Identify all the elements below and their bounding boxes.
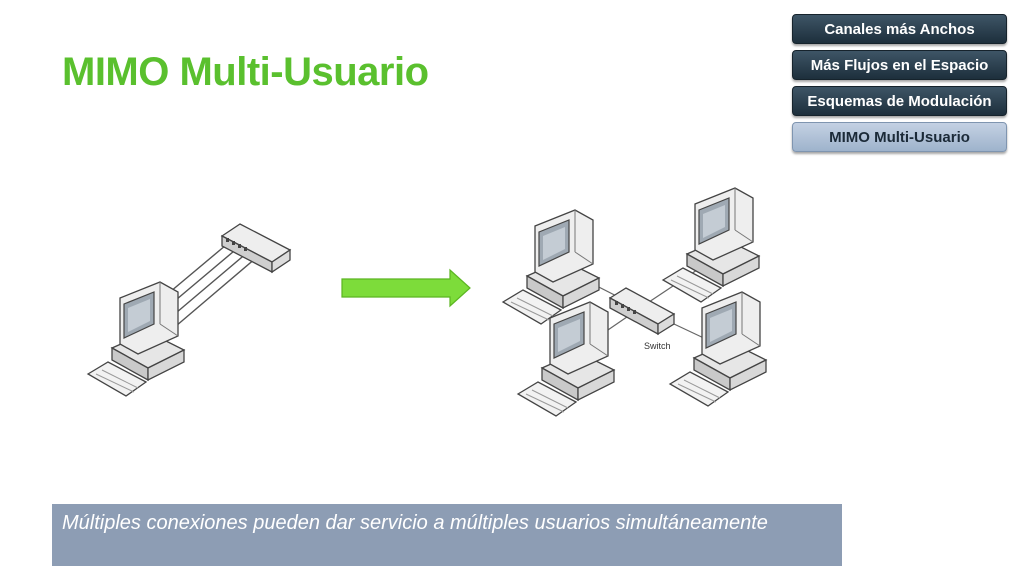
multi-user-group: Switch [502,187,767,417]
computer-icon [669,291,767,407]
computer-icon [662,187,760,303]
network-switch-icon [220,223,292,274]
network-switch-icon [608,287,676,336]
slide-nav: Canales más Anchos Más Flujos en el Espa… [792,14,1007,158]
switch-label: Switch [644,341,671,351]
nav-button-flujos[interactable]: Más Flujos en el Espacio [792,50,1007,80]
single-user-group [87,223,292,397]
nav-button-canales[interactable]: Canales más Anchos [792,14,1007,44]
nav-button-mimo[interactable]: MIMO Multi-Usuario [792,122,1007,152]
nav-button-modulacion[interactable]: Esquemas de Modulación [792,86,1007,116]
slide-title: MIMO Multi-Usuario [62,50,429,94]
right-arrow-icon [341,268,471,308]
network-diagram: Switch [87,187,767,417]
computer-icon [87,281,185,397]
caption-box: Múltiples conexiones pueden dar servicio… [52,504,842,566]
